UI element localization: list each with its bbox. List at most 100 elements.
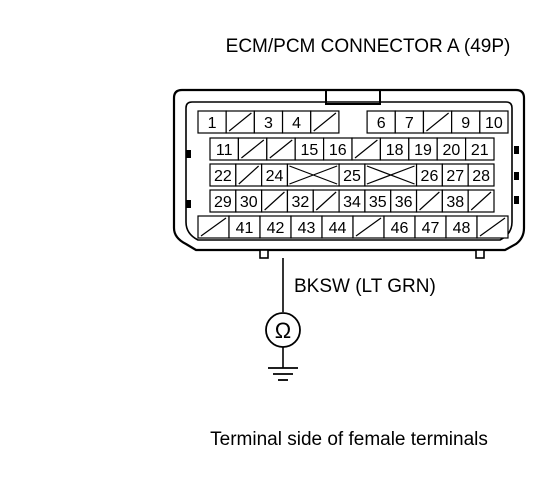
terminal-row-3: 22 24 25 26 27 28 xyxy=(209,163,495,187)
terminal-number: 24 xyxy=(266,168,284,185)
blank-slash xyxy=(419,191,440,211)
terminal-34: 34 xyxy=(338,189,366,213)
terminal-44: 44 xyxy=(321,215,354,239)
diagram-title: ECM/PCM CONNECTOR A (49P) xyxy=(226,36,511,57)
blank-slash xyxy=(241,139,265,159)
terminal-number: 15 xyxy=(301,142,319,159)
terminal-30: 30 xyxy=(235,189,263,213)
terminal-38: 38 xyxy=(441,189,469,213)
diagram-caption: Terminal side of female terminals xyxy=(210,429,488,450)
terminal-number: 46 xyxy=(391,220,409,237)
blank-cavity xyxy=(261,189,289,213)
housing-lock-tabs xyxy=(186,146,519,208)
cross-line xyxy=(366,165,415,185)
terminal-number: 19 xyxy=(414,142,432,159)
terminal-number: 44 xyxy=(329,220,347,237)
terminal-row-4: 29 30 32 34 35 36 38 xyxy=(209,189,495,213)
terminal-number: 18 xyxy=(386,142,404,159)
terminal-19: 19 xyxy=(408,137,438,161)
terminal-number: 41 xyxy=(236,220,254,237)
terminal-9: 9 xyxy=(451,110,481,134)
terminal-3: 3 xyxy=(253,110,284,134)
blank-slash xyxy=(200,217,227,237)
terminal-28: 28 xyxy=(467,163,495,187)
cavity-outline xyxy=(467,163,495,187)
terminal-row-5: 41 42 43 44 46 47 48 xyxy=(197,215,509,239)
blank-cavity xyxy=(351,137,381,161)
terminal-16: 16 xyxy=(323,137,353,161)
blank-slash xyxy=(264,191,285,211)
terminal-22: 22 xyxy=(209,163,237,187)
terminal-number: 4 xyxy=(292,115,301,132)
terminal-4: 4 xyxy=(281,110,312,134)
terminal-number: 1 xyxy=(208,115,217,132)
blank-cavity xyxy=(467,189,495,213)
blank-slash xyxy=(228,112,252,132)
terminal-24: 24 xyxy=(261,163,289,187)
terminal-number: 11 xyxy=(216,142,233,159)
terminal-number: 43 xyxy=(298,220,316,237)
ohmmeter-icon: Ω xyxy=(265,312,301,348)
terminal-number: 30 xyxy=(240,194,258,211)
blank-cavity xyxy=(235,163,263,187)
terminal-number: 3 xyxy=(264,115,273,132)
terminal-number: 34 xyxy=(343,194,361,211)
terminal-1: 1 xyxy=(197,110,227,134)
terminal-number: 29 xyxy=(214,194,232,211)
blank-slash xyxy=(269,139,293,159)
terminal-number: 16 xyxy=(329,142,347,159)
terminal-6: 6 xyxy=(366,110,396,134)
terminal-36: 36 xyxy=(390,189,418,213)
cross-line xyxy=(289,165,338,185)
blank-cavity xyxy=(237,137,268,161)
terminal-number: 38 xyxy=(446,194,464,211)
cavity-outline xyxy=(465,137,495,161)
blank-cavity xyxy=(352,215,385,239)
terminal-number: 36 xyxy=(395,194,413,211)
terminal-10: 10 xyxy=(479,110,509,134)
blank-cavity xyxy=(312,189,340,213)
terminal-7: 7 xyxy=(394,110,425,134)
terminal-number: 21 xyxy=(471,142,489,159)
terminal-11: 11 xyxy=(209,137,239,161)
terminal-number: 26 xyxy=(421,168,439,185)
terminal-47: 47 xyxy=(414,215,447,239)
terminal-48: 48 xyxy=(445,215,478,239)
blank-cavity xyxy=(415,189,443,213)
cavity-outline xyxy=(479,110,509,134)
blank-cavity xyxy=(225,110,255,134)
terminal-number: 28 xyxy=(472,168,490,185)
ohm-symbol: Ω xyxy=(275,318,291,343)
terminal-number: 10 xyxy=(485,115,503,132)
terminal-43: 43 xyxy=(290,215,323,239)
blank-slash xyxy=(313,112,337,132)
terminal-21: 21 xyxy=(465,137,495,161)
blank-slash xyxy=(315,191,337,211)
terminal-41: 41 xyxy=(228,215,261,239)
wire-label: BKSW (LT GRN) xyxy=(294,276,436,297)
terminal-number: 47 xyxy=(422,220,440,237)
terminal-number: 27 xyxy=(446,168,464,185)
terminal-46: 46 xyxy=(383,215,416,239)
terminal-15: 15 xyxy=(294,137,325,161)
terminal-29: 29 xyxy=(209,189,237,213)
terminal-number: 42 xyxy=(267,220,285,237)
terminal-number: 48 xyxy=(453,220,471,237)
terminal-26: 26 xyxy=(415,163,443,187)
terminal-25: 25 xyxy=(338,163,366,187)
terminal-27: 27 xyxy=(441,163,469,187)
blank-cavity xyxy=(197,215,230,239)
terminal-number: 9 xyxy=(461,115,470,132)
connector-housing xyxy=(172,88,526,259)
blank-cavity xyxy=(310,110,340,134)
blank-cavity xyxy=(266,137,296,161)
blank-slash xyxy=(470,191,492,211)
blank-cavity xyxy=(422,110,453,134)
blank-slash xyxy=(355,217,382,237)
terminal-number: 35 xyxy=(369,194,387,211)
terminal-number: 32 xyxy=(291,194,309,211)
terminal-number: 6 xyxy=(377,115,386,132)
blank-slash xyxy=(354,139,378,159)
